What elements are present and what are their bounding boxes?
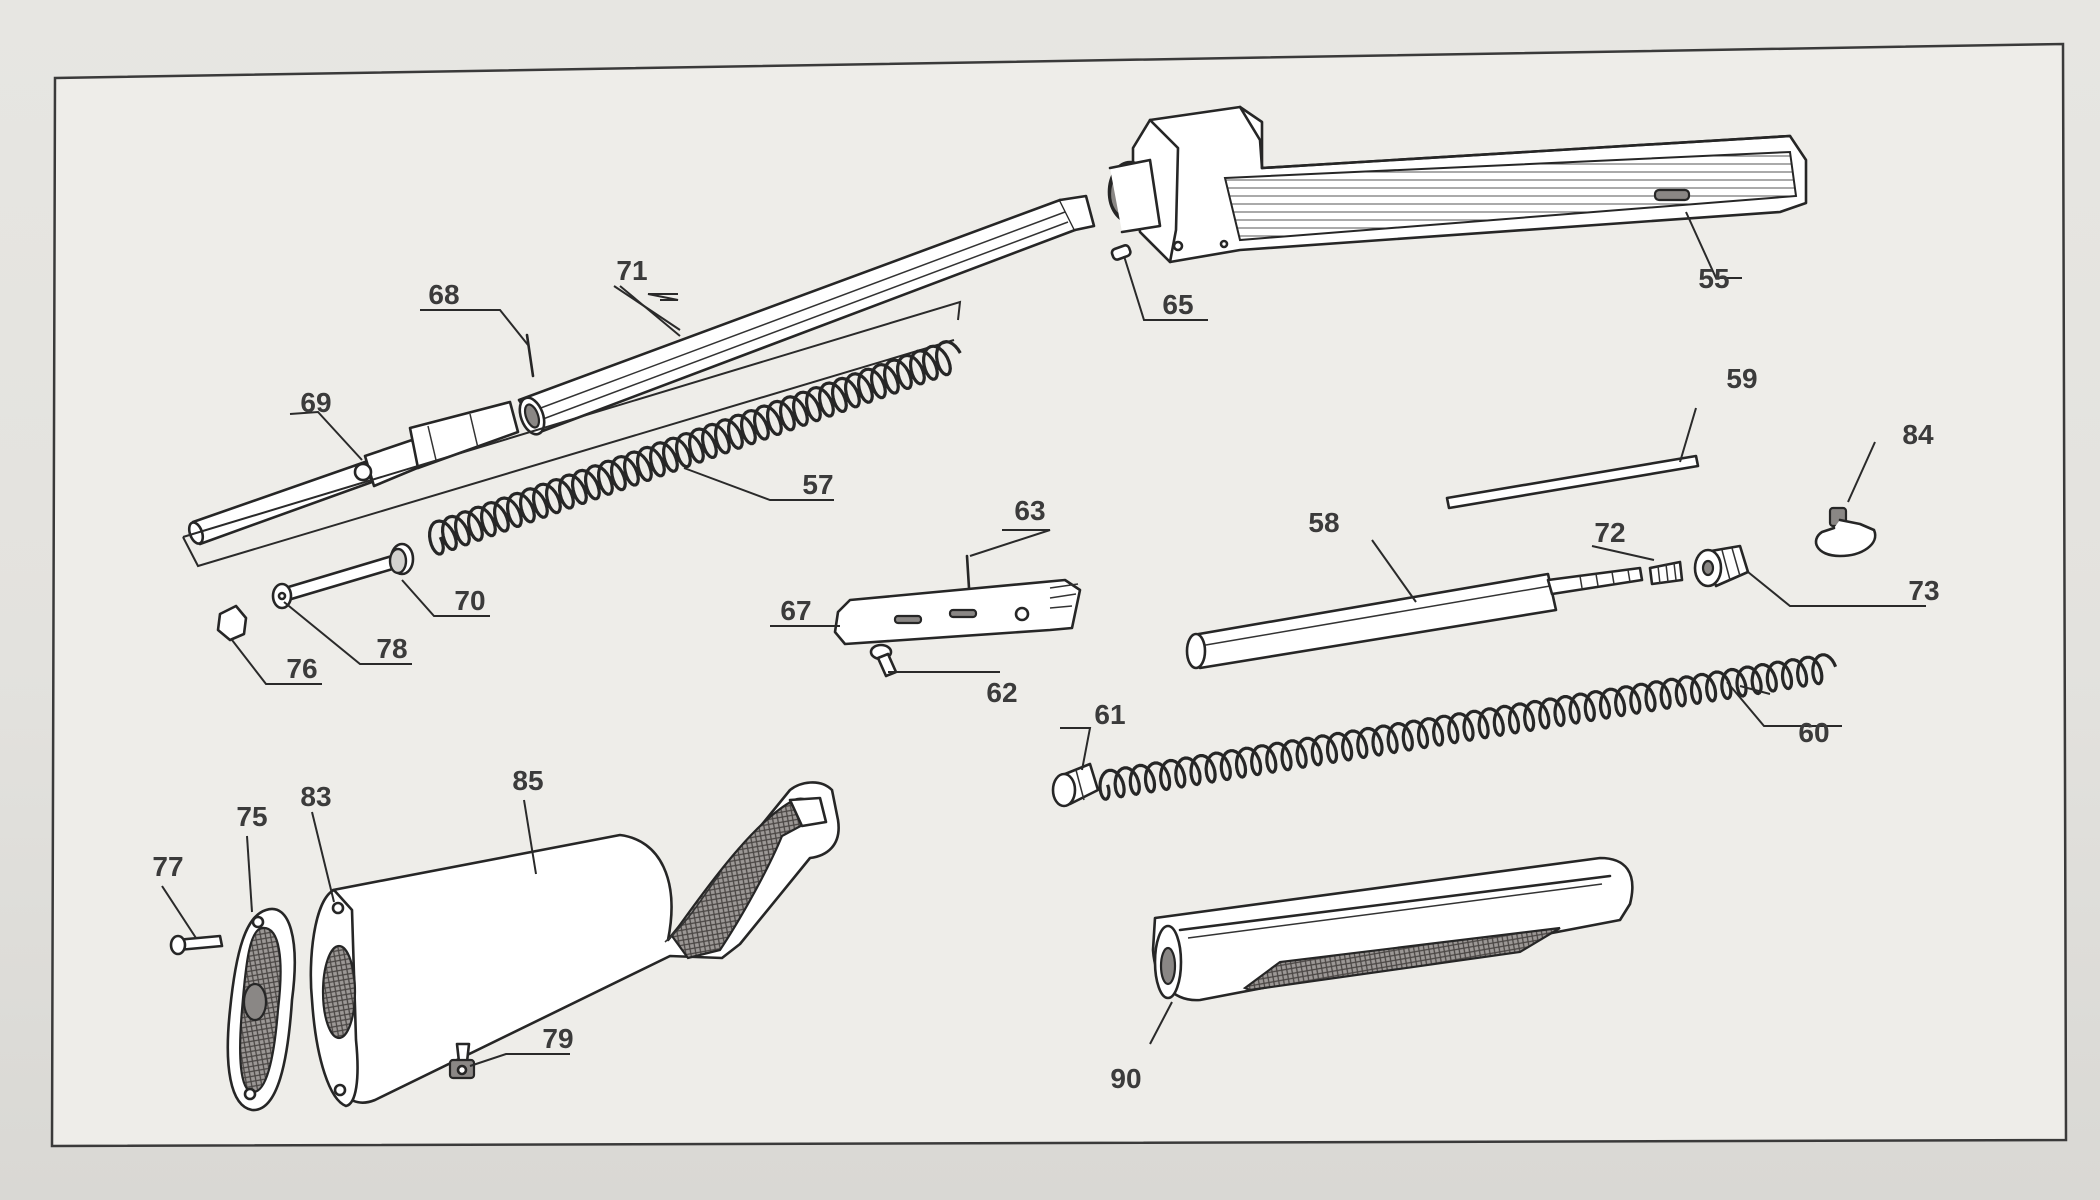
callout-78: 78 (376, 633, 407, 664)
callout-68: 68 (428, 279, 459, 310)
callout-75: 75 (236, 801, 267, 832)
part-84-sling-swivel (1814, 506, 1877, 558)
callout-labels: 55 57 58 59 60 61 62 63 65 67 68 69 70 71 72 73 75 76 77 78… (152, 255, 1939, 1094)
callout-79: 79 (542, 1023, 573, 1054)
callout-71: 71 (616, 255, 647, 286)
callout-59: 59 (1726, 363, 1757, 394)
part-77-screw (169, 934, 224, 956)
part-69-magazine-tube (187, 400, 520, 546)
part-83-butt-pad (309, 888, 359, 1108)
part-85-buttstock (328, 781, 840, 1104)
part-76-nut (216, 604, 248, 642)
callout-57: 57 (802, 469, 833, 500)
callout-84: 84 (1902, 419, 1934, 450)
leader-lines (161, 211, 1926, 1067)
part-55-receiver (1107, 105, 1808, 264)
part-58-action-tube (1185, 566, 1644, 670)
callout-58: 58 (1308, 507, 1339, 538)
part-71-barrel (517, 194, 1096, 436)
part-90-forearm (1151, 856, 1634, 1002)
callout-55: 55 (1698, 263, 1729, 294)
callout-61: 61 (1094, 699, 1125, 730)
part-79-screw (448, 1042, 476, 1080)
callout-90: 90 (1110, 1063, 1141, 1094)
part-60-spring (1098, 653, 1838, 801)
part-73-cap-nut (1693, 544, 1750, 588)
part-57-spring (427, 339, 962, 556)
callout-60: 60 (1798, 717, 1829, 748)
part-68-pin (525, 333, 535, 378)
part-63-pin (965, 554, 971, 590)
part-65-pin (1110, 244, 1132, 261)
callout-76: 76 (286, 653, 317, 684)
part-59-rod (1445, 454, 1700, 510)
part-70-plunger (283, 542, 415, 602)
part-78-washer (271, 582, 293, 610)
callout-65: 65 (1162, 289, 1193, 320)
callout-85: 85 (512, 765, 543, 796)
part-61-follower (1051, 762, 1100, 808)
callout-62: 62 (986, 677, 1017, 708)
callout-63: 63 (1014, 495, 1045, 526)
part-75-butt-plate (226, 907, 296, 1112)
callout-69: 69 (300, 387, 331, 418)
callout-70: 70 (454, 585, 485, 616)
callout-77: 77 (152, 851, 183, 882)
callout-72: 72 (1594, 517, 1625, 548)
callout-73: 73 (1908, 575, 1939, 606)
part-72-spring (1648, 560, 1684, 586)
callout-83: 83 (300, 781, 331, 812)
callout-67: 67 (780, 595, 811, 626)
part-69-outline (182, 300, 962, 568)
part-67-bracket (833, 578, 1082, 646)
